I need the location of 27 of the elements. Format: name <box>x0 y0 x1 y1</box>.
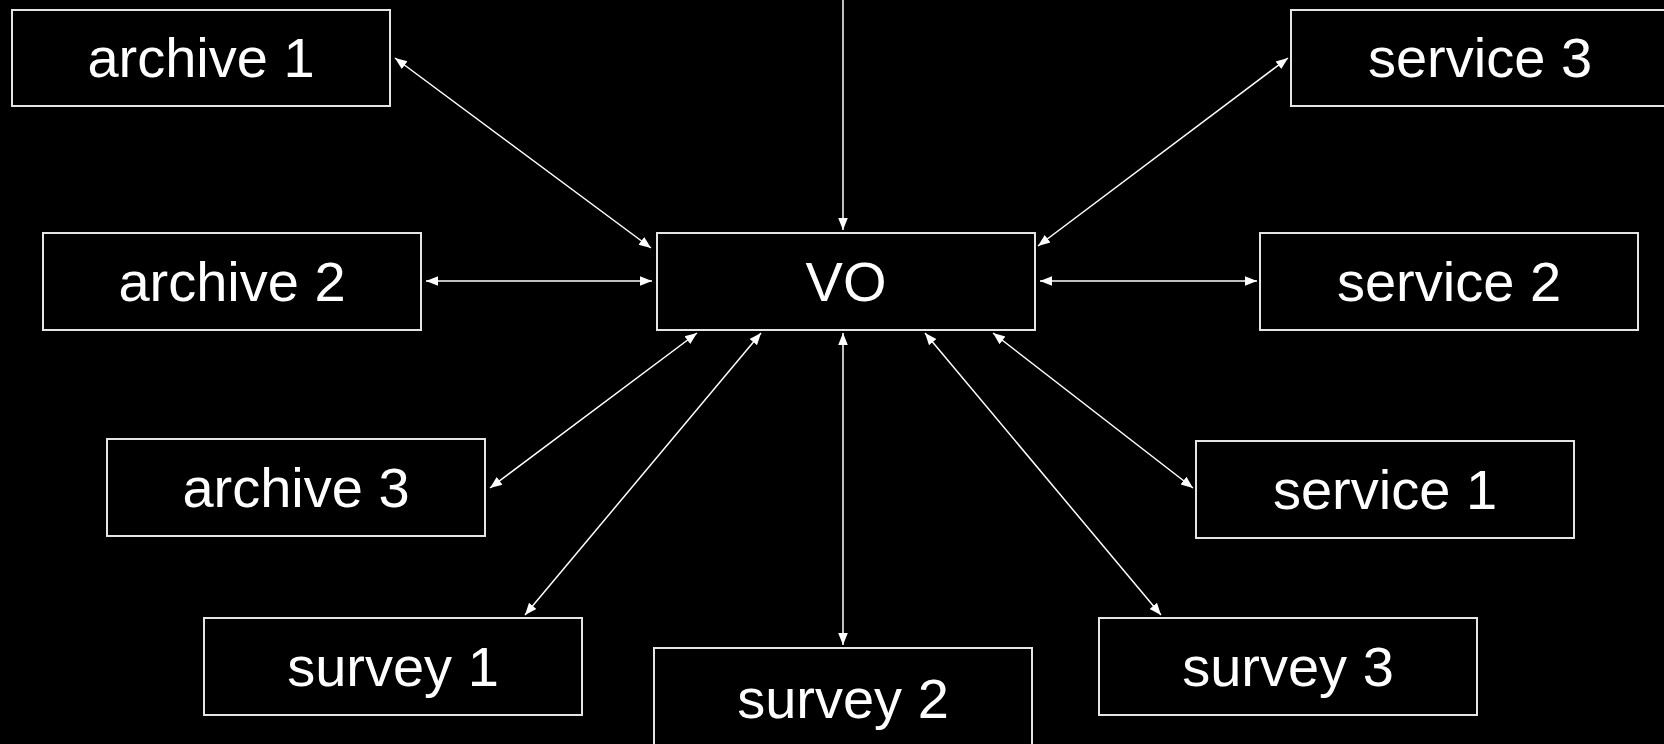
box-label: service 1 <box>1272 461 1498 518</box>
box-label: VO <box>805 253 887 310</box>
arrow <box>992 332 1194 489</box>
label-box <box>1290 9 1664 107</box>
label-box <box>1098 617 1478 716</box>
arrow <box>425 276 653 286</box>
label-box <box>42 232 422 331</box>
label-box <box>106 438 486 537</box>
arrow <box>489 332 698 489</box>
label-box <box>203 617 583 716</box>
arrow <box>838 332 848 646</box>
arrow <box>524 332 762 616</box>
arrow <box>924 332 1162 616</box>
label-box <box>653 647 1033 744</box>
label-box <box>1259 232 1639 331</box>
arrow <box>838 0 848 231</box>
arrow <box>394 57 652 249</box>
label-box <box>11 9 391 107</box>
arrow <box>1037 57 1289 247</box>
box-label: service 2 <box>1336 253 1562 310</box>
label-box <box>1195 440 1575 539</box>
box-label: archive 1 <box>87 30 315 86</box>
label-box <box>656 232 1036 331</box>
box-label: archive 2 <box>118 253 346 310</box>
box-label: archive 3 <box>182 459 410 516</box>
arrow <box>1039 276 1258 286</box>
box-label: service 3 <box>1367 30 1593 86</box>
